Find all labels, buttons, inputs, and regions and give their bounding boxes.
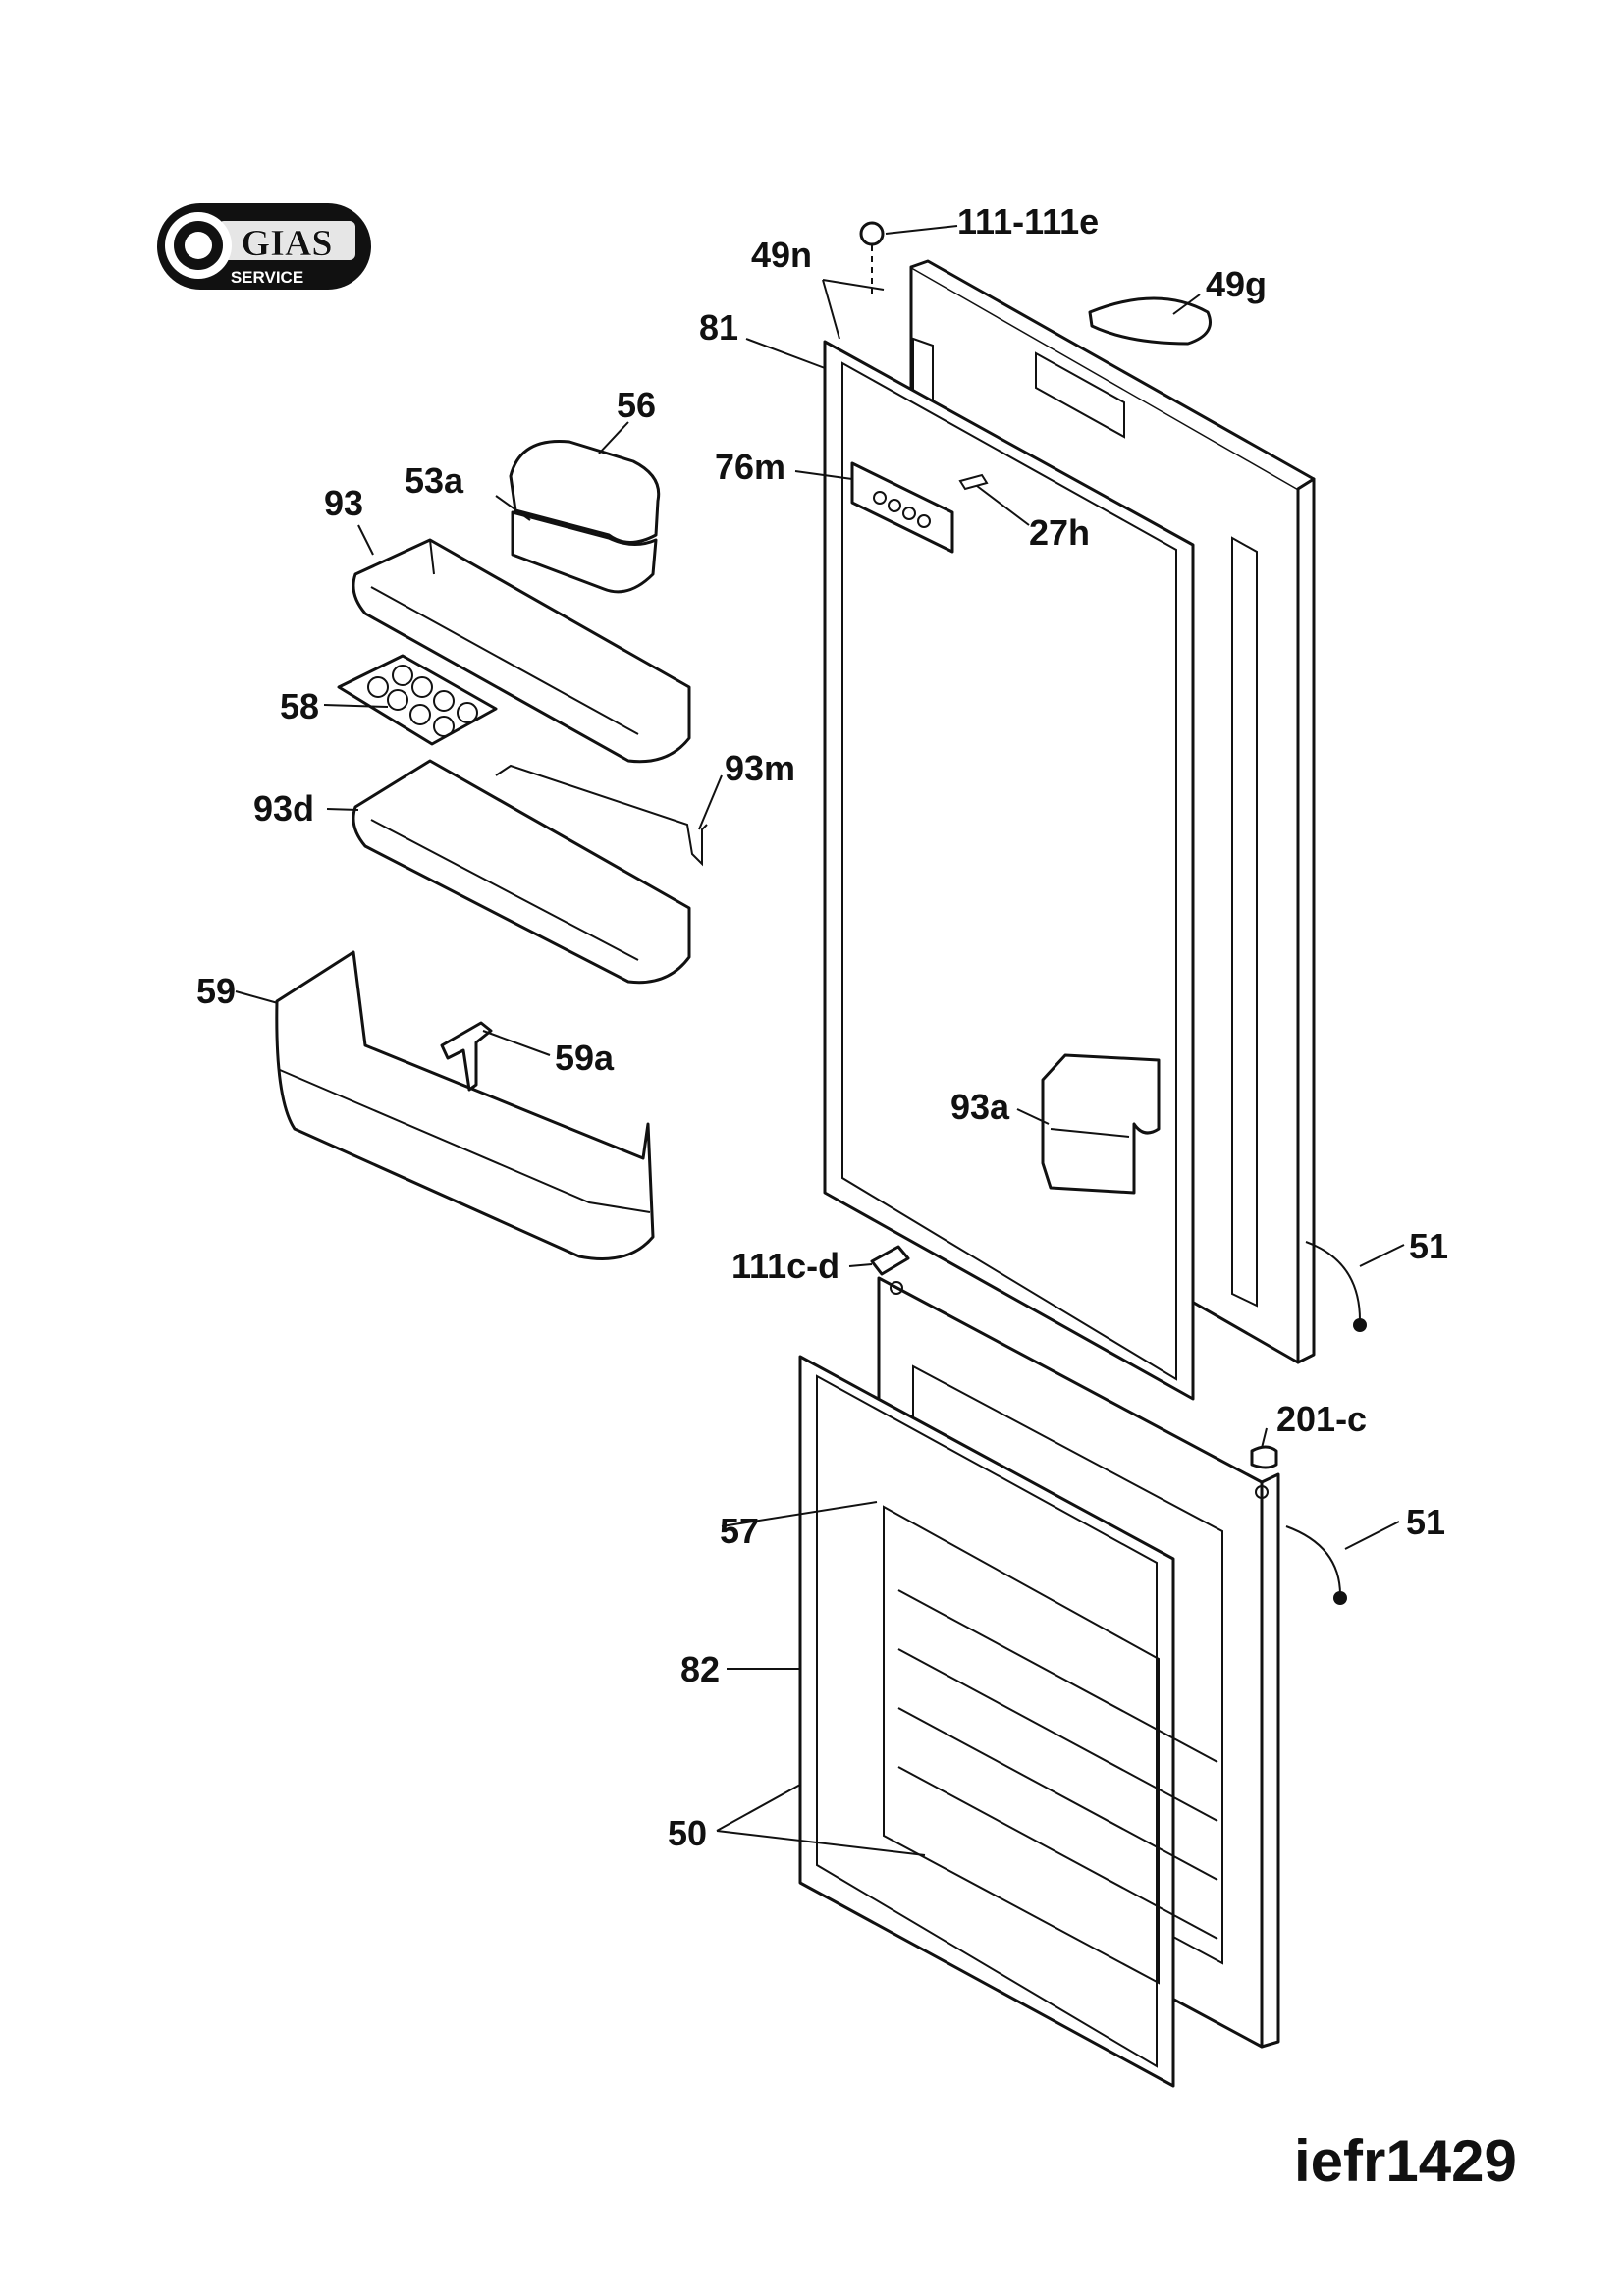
bottle-retainer-93m	[495, 764, 708, 867]
label-53a: 53a	[405, 460, 464, 501]
label-93d: 93d	[253, 788, 314, 828]
shelf-93d	[352, 759, 691, 985]
label-56: 56	[617, 385, 656, 425]
gias-service-logo: GIAS SERVICE	[157, 203, 371, 290]
label-201-c: 201-c	[1276, 1399, 1367, 1439]
label-93a: 93a	[950, 1087, 1010, 1127]
label-58: 58	[280, 686, 319, 726]
drawing-code: iefr1429	[1294, 2128, 1517, 2194]
label-93: 93	[324, 483, 363, 523]
label-59a: 59a	[555, 1038, 615, 1078]
lower-door	[798, 1276, 1280, 2088]
label-51-upper: 51	[1409, 1226, 1448, 1266]
label-27h: 27h	[1029, 512, 1090, 553]
leader-lines	[235, 225, 1405, 1856]
label-50: 50	[668, 1813, 707, 1853]
shelf-93	[352, 538, 691, 764]
label-51-lower: 51	[1406, 1502, 1445, 1542]
tube-51	[1285, 1241, 1367, 1605]
logo-tagline: SERVICE	[231, 268, 303, 287]
label-111-111e: 111-111e	[957, 201, 1099, 241]
shelf-59	[275, 950, 655, 1260]
label-57: 57	[720, 1511, 759, 1551]
label-81: 81	[699, 307, 738, 347]
logo-brand: GIAS	[242, 223, 333, 264]
label-59: 59	[196, 971, 236, 1011]
label-49n: 49n	[751, 235, 812, 275]
label-111c-d: 111c-d	[731, 1246, 839, 1286]
egg-tray-58	[337, 654, 498, 746]
label-82: 82	[680, 1649, 720, 1689]
label-93m: 93m	[725, 748, 795, 788]
upper-door	[823, 221, 1316, 1401]
callouts: 111-111e 49n 49g 81 56 53a 93 76m 27h 58…	[196, 201, 1448, 1853]
divider-59a	[440, 1021, 493, 1092]
butter-box-56	[509, 439, 661, 594]
label-49g: 49g	[1206, 264, 1267, 304]
label-76m: 76m	[715, 447, 785, 487]
